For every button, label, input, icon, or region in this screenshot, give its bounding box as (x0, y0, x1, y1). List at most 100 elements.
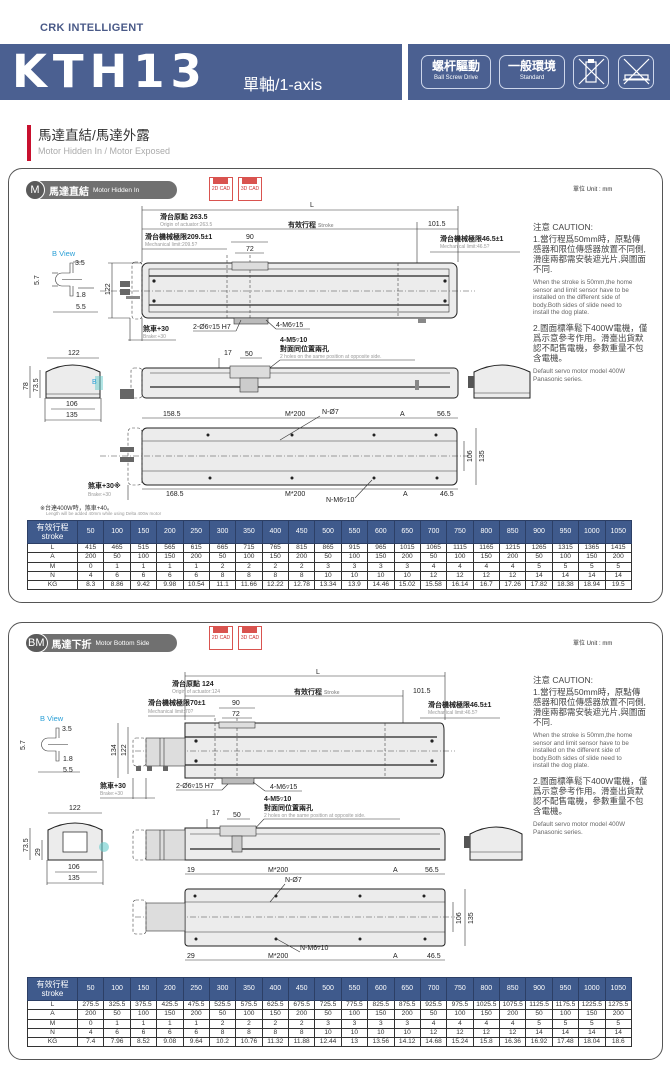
dim-w122: 122 (68, 350, 80, 357)
mech-limit-right: 滑台機械極限46.5±1 (428, 700, 491, 709)
caution-line: 2.圖面標準鬆下400W電機，僅 (533, 775, 648, 786)
stroke-column-header: 900 (525, 977, 553, 1001)
badge-standard-environment: 一般環境 Standard (499, 55, 565, 89)
brake-label-en: Brake:+30 (100, 791, 123, 797)
caution-line: 滑座兩都需安裝遮光片,與圖面 (533, 254, 646, 264)
svg-text:有效行程 Stroke: 有效行程 Stroke (288, 220, 334, 229)
dim-101-5: 101.5 (428, 221, 446, 228)
dim-w106: 106 (68, 864, 80, 871)
dim-72: 72 (232, 711, 240, 718)
stroke-column-header: 450 (287, 520, 316, 544)
stroke-header-zh: 有效行程 (36, 523, 69, 532)
stroke-column-header: 850 (498, 977, 527, 1001)
dim-m200-top: M*200 (285, 411, 305, 418)
variant-title-zh: 馬達直結 (49, 186, 89, 198)
caution-zh-2: 2.圖面標準鬆下400W電機，僅爲示意參考作用。滑臺出貨默認不配售電機，參數重量… (533, 776, 663, 816)
stroke-column-header: 550 (340, 520, 369, 544)
caution-line: 認不配售電機，參數重量不包 (533, 342, 644, 353)
pin-hole-label: 2-Ø6▿15 H7 (193, 324, 231, 331)
dim-v135: 135 (479, 450, 486, 462)
table-cell: 18.94 (578, 580, 606, 591)
brake-label-en: Brake:+30 (143, 334, 166, 340)
badge-en: Standard (519, 75, 545, 81)
variant-label-bm: BM 馬達下折 Motor Bottom Side (25, 633, 177, 653)
mech-limit-left: 滑台機械極限209.5±1 (145, 232, 212, 241)
m5-hole-label: 4-M5▿10 (280, 337, 307, 344)
dim-L: L (316, 669, 320, 676)
model-subtitle: 單軸/1-axis (243, 77, 323, 94)
dim-3-5: 3.5 (62, 726, 72, 733)
dim-101-5: 101.5 (413, 688, 431, 695)
variant-label-m: M 馬達直結 Motor Hidden In (25, 180, 177, 200)
badge-zh: 螺杆驅動 (431, 59, 480, 73)
badge-zh: 一般環境 (507, 59, 556, 73)
dim-5-5: 5.5 (76, 304, 86, 311)
stroke-column-header: 1000 (578, 977, 606, 1001)
variant-title-en: Motor Bottom Side (95, 639, 150, 647)
cad-3d-button[interactable]: 3D CAD (238, 626, 262, 650)
mech-limit-left: 滑台機械極限70±1 (148, 698, 206, 707)
caution-zh-1: 1.當行程爲50mm時，原點傳感器和限位傳感器放置不同側,滑座兩都需安裝遮光片,… (533, 687, 663, 727)
caution-line: 感器和限位傳感器放置不同側, (533, 244, 646, 254)
end-view-left-m: B 122 78 73.5 106 135 (23, 350, 103, 422)
n-m6-label: N-M6▿10 (300, 945, 329, 952)
caution-line: 滑座兩都需安裝遮光片,與圖面 (533, 707, 646, 717)
opposite-holes-label: 對面同位置兩孔 (264, 803, 313, 812)
stroke-column-header: 1050 (604, 520, 632, 544)
dim-1-8: 1.8 (63, 756, 73, 763)
dim-h73-5: 73.5 (33, 378, 40, 392)
dim-A-bot: A (403, 491, 408, 498)
b-view-label: B View (40, 714, 64, 723)
end-view-right-bm (464, 826, 523, 861)
table-cell: 19.5 (604, 580, 632, 591)
end-view-left-bm: 122 73.5 29 106 135 (23, 805, 109, 885)
dim-50: 50 (245, 351, 253, 358)
m6-hole-label: 4-M6▿15 (270, 784, 297, 791)
section-title: 馬達直結/馬達外露 (38, 128, 150, 143)
no-ceiling-mount-icon (618, 55, 654, 89)
caution-line: body.Both sides of slide need to (533, 754, 622, 762)
feature-band (408, 44, 670, 100)
dim-56-5: 56.5 (425, 867, 439, 874)
badge-ball-screw-drive: 螺杆驅動 Ball Screw Drive (421, 55, 491, 89)
cad-2d-button[interactable]: 2D CAD (209, 177, 233, 201)
stroke-label: 有效行程 (288, 220, 316, 229)
variant-title-zh: 馬達下折 (51, 639, 92, 651)
stroke-column-header: 700 (419, 520, 448, 544)
unit-label: 單位 Unit : mm (573, 641, 613, 647)
dim-90: 90 (246, 234, 254, 241)
cad-2d-button[interactable]: 2D CAD (209, 626, 233, 650)
stroke-column-header: 950 (551, 520, 580, 544)
stroke-column-header: 100 (103, 977, 131, 1001)
dim-L: L (310, 202, 314, 209)
mech-limit-left-en: Mechanical limit:209.5? (145, 242, 197, 248)
stroke-column-header: 1050 (604, 977, 632, 1001)
dim-17: 17 (212, 810, 220, 817)
b-view-label: B View (52, 249, 76, 258)
caution-zh-2: 2.圖面標準鬆下400W電機，僅爲示意參考作用。滑臺出貨默認不配售電機，參數重量… (533, 323, 663, 363)
caution-line: 爲示意參考作用。滑臺出貨默 (533, 332, 644, 343)
dim-17: 17 (224, 350, 232, 357)
variant-code: BM (25, 633, 48, 653)
dim-w122: 122 (69, 805, 81, 812)
caution-line: sensor and limit sensor have to be (533, 286, 629, 294)
brand-name: CRK INTELLIGENT (40, 22, 144, 34)
opposite-holes-label-en: 2 holes on the same position at opposite… (280, 354, 381, 360)
dim-v106: 106 (467, 450, 474, 462)
caution-line: 認不配售電機，參數重量不包 (533, 795, 644, 806)
top-view-drawing-m: L 滑台原點 263.5 Origin of actuator:263.5 有效… (100, 202, 520, 341)
stroke-column-header: 350 (235, 977, 263, 1001)
dim-5-7: 5.7 (20, 740, 27, 750)
cad-3d-button[interactable]: 3D CAD (238, 177, 262, 201)
dim-19: 19 (187, 867, 195, 874)
stroke-column-header: 700 (419, 977, 448, 1001)
variant-code: M (25, 180, 45, 200)
